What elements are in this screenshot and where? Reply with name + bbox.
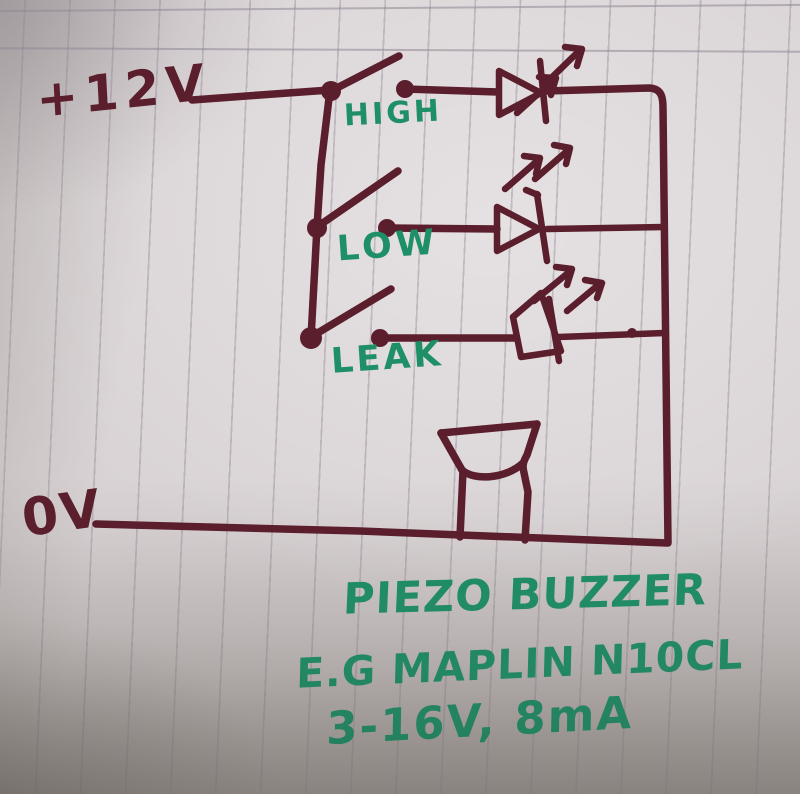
led-cathode-bar (533, 190, 551, 265)
buzzer-left-side (437, 429, 466, 474)
switch-low-out-wire (383, 224, 501, 233)
junction-dot (307, 218, 327, 238)
junction-dot (300, 327, 322, 349)
switch-leak-arm (307, 285, 395, 341)
led-out-wire (543, 223, 668, 233)
ground-wire (92, 520, 671, 547)
led-light-arrowhead (561, 43, 586, 70)
led-light-arrowhead (552, 263, 576, 289)
led-cathode-bar (545, 295, 563, 365)
led-symbol-low (493, 141, 668, 265)
led-cathode-hook (522, 186, 542, 199)
ground-voltage-label: 0V (18, 478, 107, 550)
junction-dot (321, 81, 341, 101)
led-light-arrow (541, 49, 581, 88)
spst-switch-symbol-low (313, 167, 501, 233)
spst-switch-symbol-high (327, 52, 502, 96)
contact-dot (371, 329, 389, 347)
buzzer-left-leg (456, 467, 467, 541)
left-bus-wire (307, 86, 334, 342)
led-triangle (495, 67, 545, 119)
led-light-arrow (531, 148, 570, 183)
switch-label-low: LOW (335, 222, 440, 270)
spst-switch-symbol-leak (307, 285, 518, 342)
led-light-arrowhead (581, 276, 606, 302)
led-out-wire (555, 329, 668, 341)
led-light-arrow (501, 158, 540, 193)
led-light-arrowhead (535, 73, 560, 99)
switch-label-high: HIGH (343, 93, 443, 134)
led-triangle (493, 203, 543, 255)
right-rail-wire (542, 84, 672, 547)
switch-high-out-wire (401, 85, 502, 96)
switch-high-arm (327, 52, 403, 95)
piezo-buzzer-symbol (437, 420, 541, 544)
contact-dot (396, 80, 414, 98)
led-light-arrow (530, 269, 572, 305)
supply-wire (188, 86, 334, 104)
led-symbol-high (495, 43, 586, 125)
buzzer-bowl-bottom (458, 459, 527, 481)
led-light-arrow (563, 282, 601, 315)
led-light-arrowhead (550, 141, 574, 168)
note-piezo-buzzer: PIEZO BUZZER (341, 565, 709, 625)
led-light-arrowhead (520, 152, 544, 178)
switch-low-arm (313, 167, 402, 231)
led-symbol-leak (509, 263, 668, 365)
contact-dot (378, 219, 396, 237)
buzzer-right-leg (519, 464, 532, 544)
buzzer-top-edge (437, 420, 541, 437)
switch-label-leak: LEAK (329, 334, 445, 382)
